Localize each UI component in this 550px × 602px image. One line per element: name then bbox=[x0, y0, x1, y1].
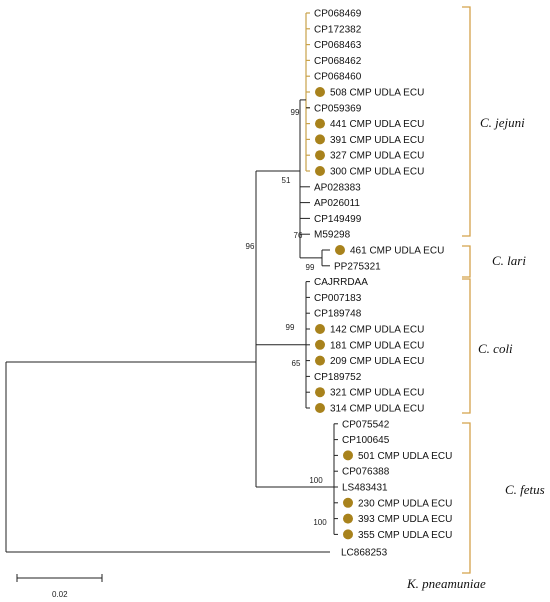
strain-marker-icon bbox=[315, 387, 325, 398]
taxon-label: M59298 bbox=[314, 230, 351, 241]
clade-brackets: C. jejuni C. lari C. coli C. fetus bbox=[462, 6, 545, 574]
strain-marker-icon bbox=[343, 513, 353, 524]
taxon-label: 327 CMP UDLA ECU bbox=[330, 151, 424, 162]
taxon-label: 181 CMP UDLA ECU bbox=[330, 340, 424, 351]
bootstrap-value: 65 bbox=[292, 359, 301, 368]
strain-marker-icon bbox=[315, 134, 325, 145]
taxon-label: CP068462 bbox=[314, 56, 362, 67]
strain-marker-icon bbox=[315, 324, 325, 334]
clade-bracket bbox=[462, 6, 471, 237]
taxon-label: AP026011 bbox=[314, 198, 360, 209]
taxon-label: CP068469 bbox=[314, 9, 362, 20]
bootstrap-value: 76 bbox=[294, 231, 303, 240]
scale-bar: 0.02 bbox=[16, 574, 103, 599]
taxon-label: CP076388 bbox=[342, 467, 390, 478]
outgroup-label: LC868253 bbox=[341, 548, 388, 559]
strain-marker-icon bbox=[343, 497, 353, 508]
taxon-label: CP100645 bbox=[342, 435, 390, 446]
taxon-label: 501 CMP UDLA ECU bbox=[358, 451, 452, 462]
taxon-label: CP149499 bbox=[314, 214, 362, 225]
clade-label: C. lari bbox=[492, 253, 526, 268]
strain-marker-icon bbox=[335, 245, 345, 255]
taxon-label: CP068460 bbox=[314, 72, 362, 83]
clade-bracket bbox=[462, 422, 471, 574]
strain-marker-icon bbox=[315, 403, 325, 413]
taxon-label: 142 CMP UDLA ECU bbox=[330, 325, 424, 336]
taxon-label: 321 CMP UDLA ECU bbox=[330, 388, 424, 399]
bootstrap-value: 99 bbox=[291, 108, 300, 117]
taxon-label: 300 CMP UDLA ECU bbox=[330, 167, 424, 178]
bootstrap-value: 99 bbox=[306, 263, 315, 272]
bootstrap-value: 99 bbox=[286, 323, 295, 332]
clade-bracket bbox=[462, 278, 471, 414]
taxon-label: CP172382 bbox=[314, 24, 362, 35]
taxon-label: 355 CMP UDLA ECU bbox=[358, 530, 452, 541]
clade-label: C. coli bbox=[478, 341, 513, 356]
scale-bar-label: 0.02 bbox=[52, 590, 68, 599]
outgroup-species-label: K. pneamuniae bbox=[406, 576, 486, 591]
taxon-label: CP189752 bbox=[314, 372, 362, 383]
tree-branches bbox=[5, 12, 338, 553]
taxon-label: 391 CMP UDLA ECU bbox=[330, 135, 424, 146]
strain-marker-icon bbox=[315, 150, 325, 161]
strain-marker-icon bbox=[315, 118, 325, 129]
taxon-label: CP068463 bbox=[314, 40, 362, 51]
taxon-label: CP007183 bbox=[314, 293, 362, 304]
strain-marker-icon bbox=[315, 166, 325, 176]
bootstrap-value: 100 bbox=[309, 476, 323, 485]
taxon-label: 441 CMP UDLA ECU bbox=[330, 119, 424, 130]
clade-bracket bbox=[462, 245, 471, 278]
bootstrap-values: 99 51 76 96 99 99 65 100 100 bbox=[246, 108, 328, 527]
strain-marker-icon bbox=[315, 355, 325, 366]
taxon-label: 209 CMP UDLA ECU bbox=[330, 356, 424, 367]
bootstrap-value: 96 bbox=[246, 242, 255, 251]
taxon-label: 461 CMP UDLA ECU bbox=[350, 246, 444, 257]
taxon-label: AP028383 bbox=[314, 182, 361, 193]
tree-tips: CP068469CP172382CP068463CP068462CP068460… bbox=[314, 9, 452, 559]
taxon-label: 508 CMP UDLA ECU bbox=[330, 88, 424, 99]
strain-marker-icon bbox=[315, 87, 325, 97]
strain-marker-icon bbox=[343, 450, 353, 461]
taxon-label: CP075542 bbox=[342, 419, 390, 430]
bootstrap-value: 100 bbox=[313, 518, 327, 527]
taxon-label: CAJRRDAA bbox=[314, 277, 368, 288]
taxon-label: 230 CMP UDLA ECU bbox=[358, 498, 452, 509]
clade-label: C. jejuni bbox=[480, 115, 525, 130]
taxon-label: PP275321 bbox=[334, 261, 381, 272]
strain-marker-icon bbox=[343, 529, 353, 540]
taxon-label: 393 CMP UDLA ECU bbox=[358, 514, 452, 525]
outgroup-species: K. pneamuniae bbox=[406, 576, 486, 591]
clade-label: C. fetus bbox=[505, 482, 545, 497]
taxon-label: 314 CMP UDLA ECU bbox=[330, 404, 424, 415]
taxon-label: LS483431 bbox=[342, 483, 388, 494]
taxon-label: CP189748 bbox=[314, 309, 362, 320]
taxon-label: CP059369 bbox=[314, 103, 362, 114]
strain-marker-icon bbox=[315, 339, 325, 350]
bootstrap-value: 51 bbox=[282, 176, 291, 185]
